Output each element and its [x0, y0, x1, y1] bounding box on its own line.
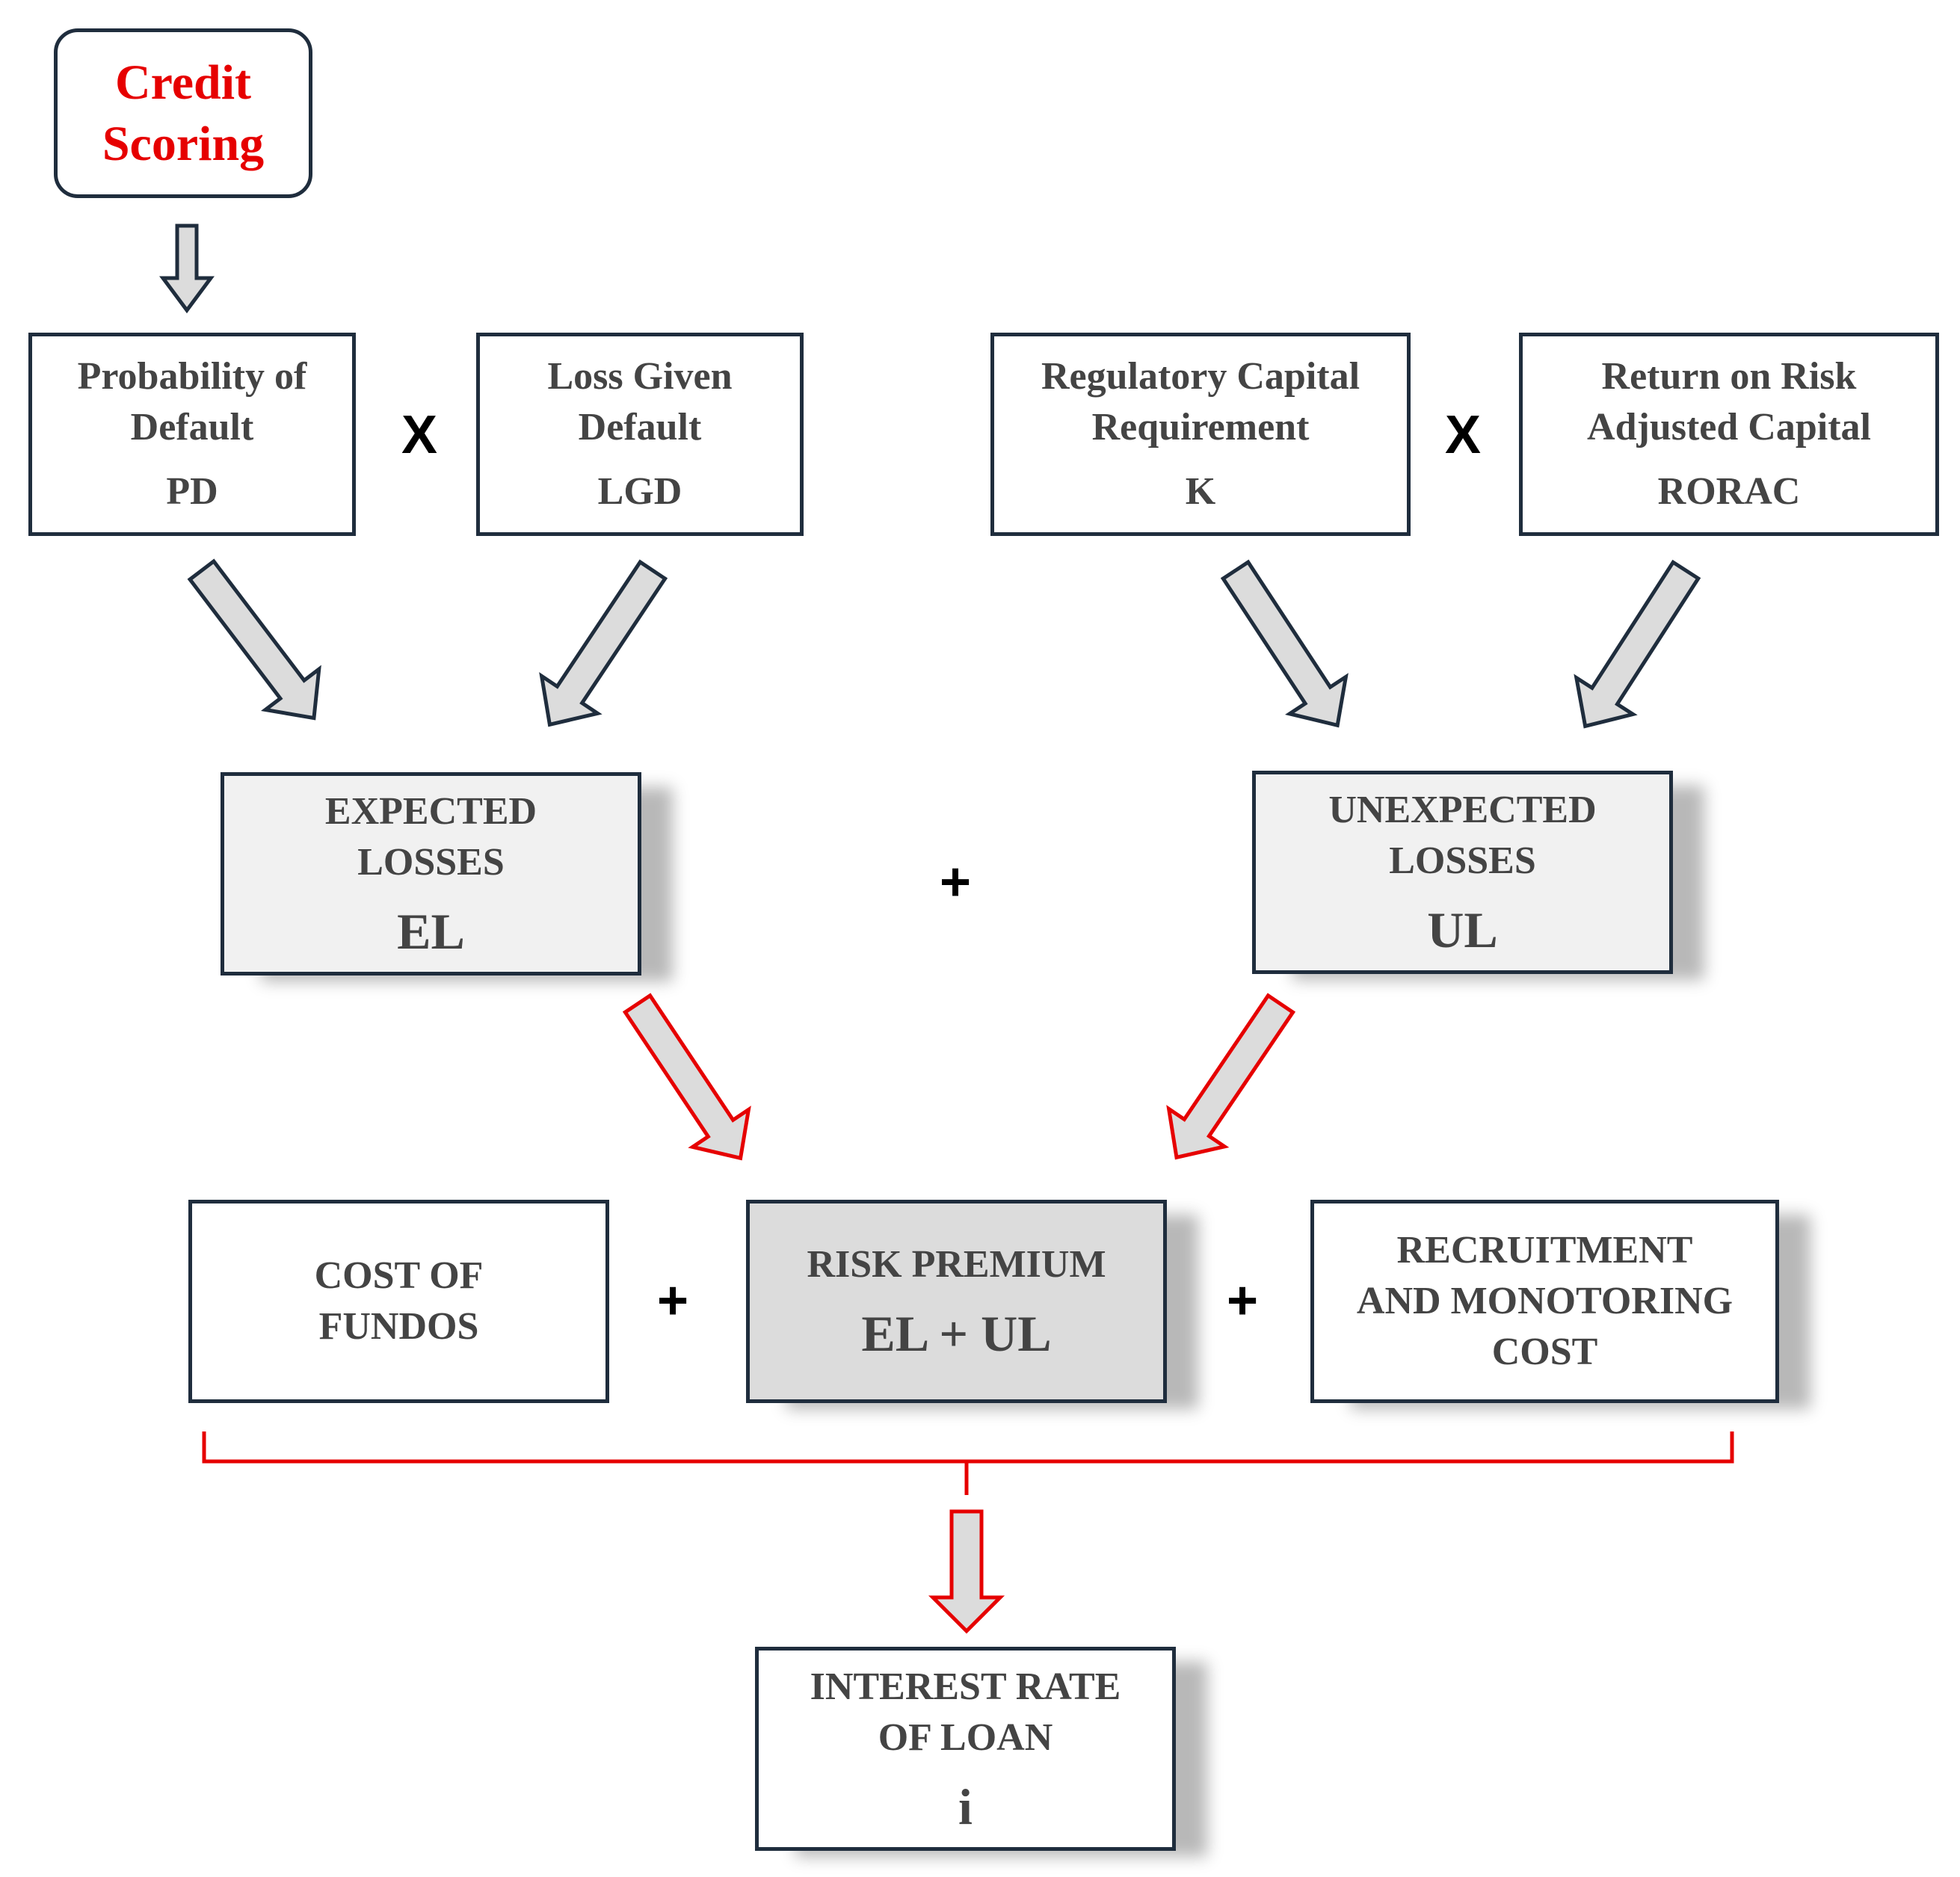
arrow-el-to-risk-premium	[622, 993, 751, 1161]
plus-operator-risk-recruitment: +	[1226, 1271, 1259, 1331]
recruitment-line1: RECRUITMENT	[1396, 1229, 1693, 1272]
recruitment-monitoring-cost-box: RECRUITMENT AND MONOTORING COST	[1310, 1200, 1779, 1403]
k-line1: Regulatory Capital	[1041, 355, 1360, 398]
risk-premium-title: RISK PREMIUM	[807, 1243, 1106, 1286]
lgd-line1: Loss Given	[547, 355, 733, 398]
lgd-abbr: LGD	[597, 470, 682, 513]
sum-bracket	[202, 1431, 1734, 1495]
arrow-rorac-to-ul	[1574, 559, 1701, 729]
credit-scoring-line1: Credit	[114, 55, 252, 110]
interest-rate-line1: INTEREST RATE	[810, 1665, 1121, 1708]
rorac-line1: Return on Risk	[1601, 355, 1857, 398]
plus-operator-el-ul: +	[939, 852, 972, 912]
el-line2: LOSSES	[357, 841, 505, 884]
pd-line1: Probability of	[77, 355, 307, 398]
arrow-pd-to-el	[187, 558, 321, 721]
expected-losses-box: EXPECTED LOSSES EL	[221, 772, 641, 976]
el-abbr: EL	[397, 903, 465, 960]
pd-abbr: PD	[166, 470, 218, 513]
interest-rate-symbol: i	[958, 1778, 973, 1835]
cost-of-funds-line2: FUNDOS	[318, 1305, 479, 1348]
rorac-abbr: RORAC	[1657, 470, 1801, 513]
regulatory-capital-box: Regulatory Capital Requirement K	[990, 333, 1411, 536]
unexpected-losses-box: UNEXPECTED LOSSES UL	[1252, 771, 1673, 974]
recruitment-line3: COST	[1491, 1331, 1598, 1373]
arrow-k-to-ul	[1220, 559, 1349, 728]
ul-line2: LOSSES	[1389, 839, 1536, 882]
rorac-box: Return on Risk Adjusted Capital RORAC	[1519, 333, 1939, 536]
k-abbr: K	[1185, 470, 1216, 513]
lgd-line2: Default	[578, 406, 702, 449]
multiply-operator-left: X	[401, 405, 438, 465]
recruitment-line2: AND MONOTORING	[1356, 1280, 1734, 1322]
risk-premium-formula: EL + UL	[861, 1305, 1052, 1362]
arrow-lgd-to-el	[539, 559, 668, 727]
interest-rate-box: INTEREST RATE OF LOAN i	[755, 1647, 1176, 1851]
risk-premium-box: RISK PREMIUM EL + UL	[746, 1200, 1167, 1403]
loss-given-default-box: Loss Given Default LGD	[476, 333, 804, 536]
cost-of-funds-line1: COST OF	[314, 1254, 484, 1297]
arrow-sum-to-interest-rate	[928, 1509, 1005, 1634]
arrow-credit-to-pd	[159, 224, 215, 314]
ul-line1: UNEXPECTED	[1328, 789, 1597, 831]
arrow-ul-to-risk-premium	[1166, 993, 1296, 1160]
cost-of-funds-box: COST OF FUNDOS	[188, 1200, 609, 1403]
pd-line2: Default	[130, 406, 254, 449]
el-line1: EXPECTED	[324, 790, 537, 833]
multiply-operator-right: X	[1444, 405, 1482, 465]
interest-rate-line2: OF LOAN	[878, 1716, 1053, 1759]
plus-operator-cost-risk: +	[656, 1271, 689, 1331]
ul-abbr: UL	[1427, 901, 1498, 958]
credit-scoring-line2: Scoring	[102, 116, 265, 171]
k-line2: Requirement	[1091, 406, 1310, 449]
credit-scoring-box: Credit Scoring	[54, 28, 312, 198]
probability-of-default-box: Probability of Default PD	[28, 333, 356, 536]
rorac-line2: Adjusted Capital	[1587, 406, 1871, 449]
